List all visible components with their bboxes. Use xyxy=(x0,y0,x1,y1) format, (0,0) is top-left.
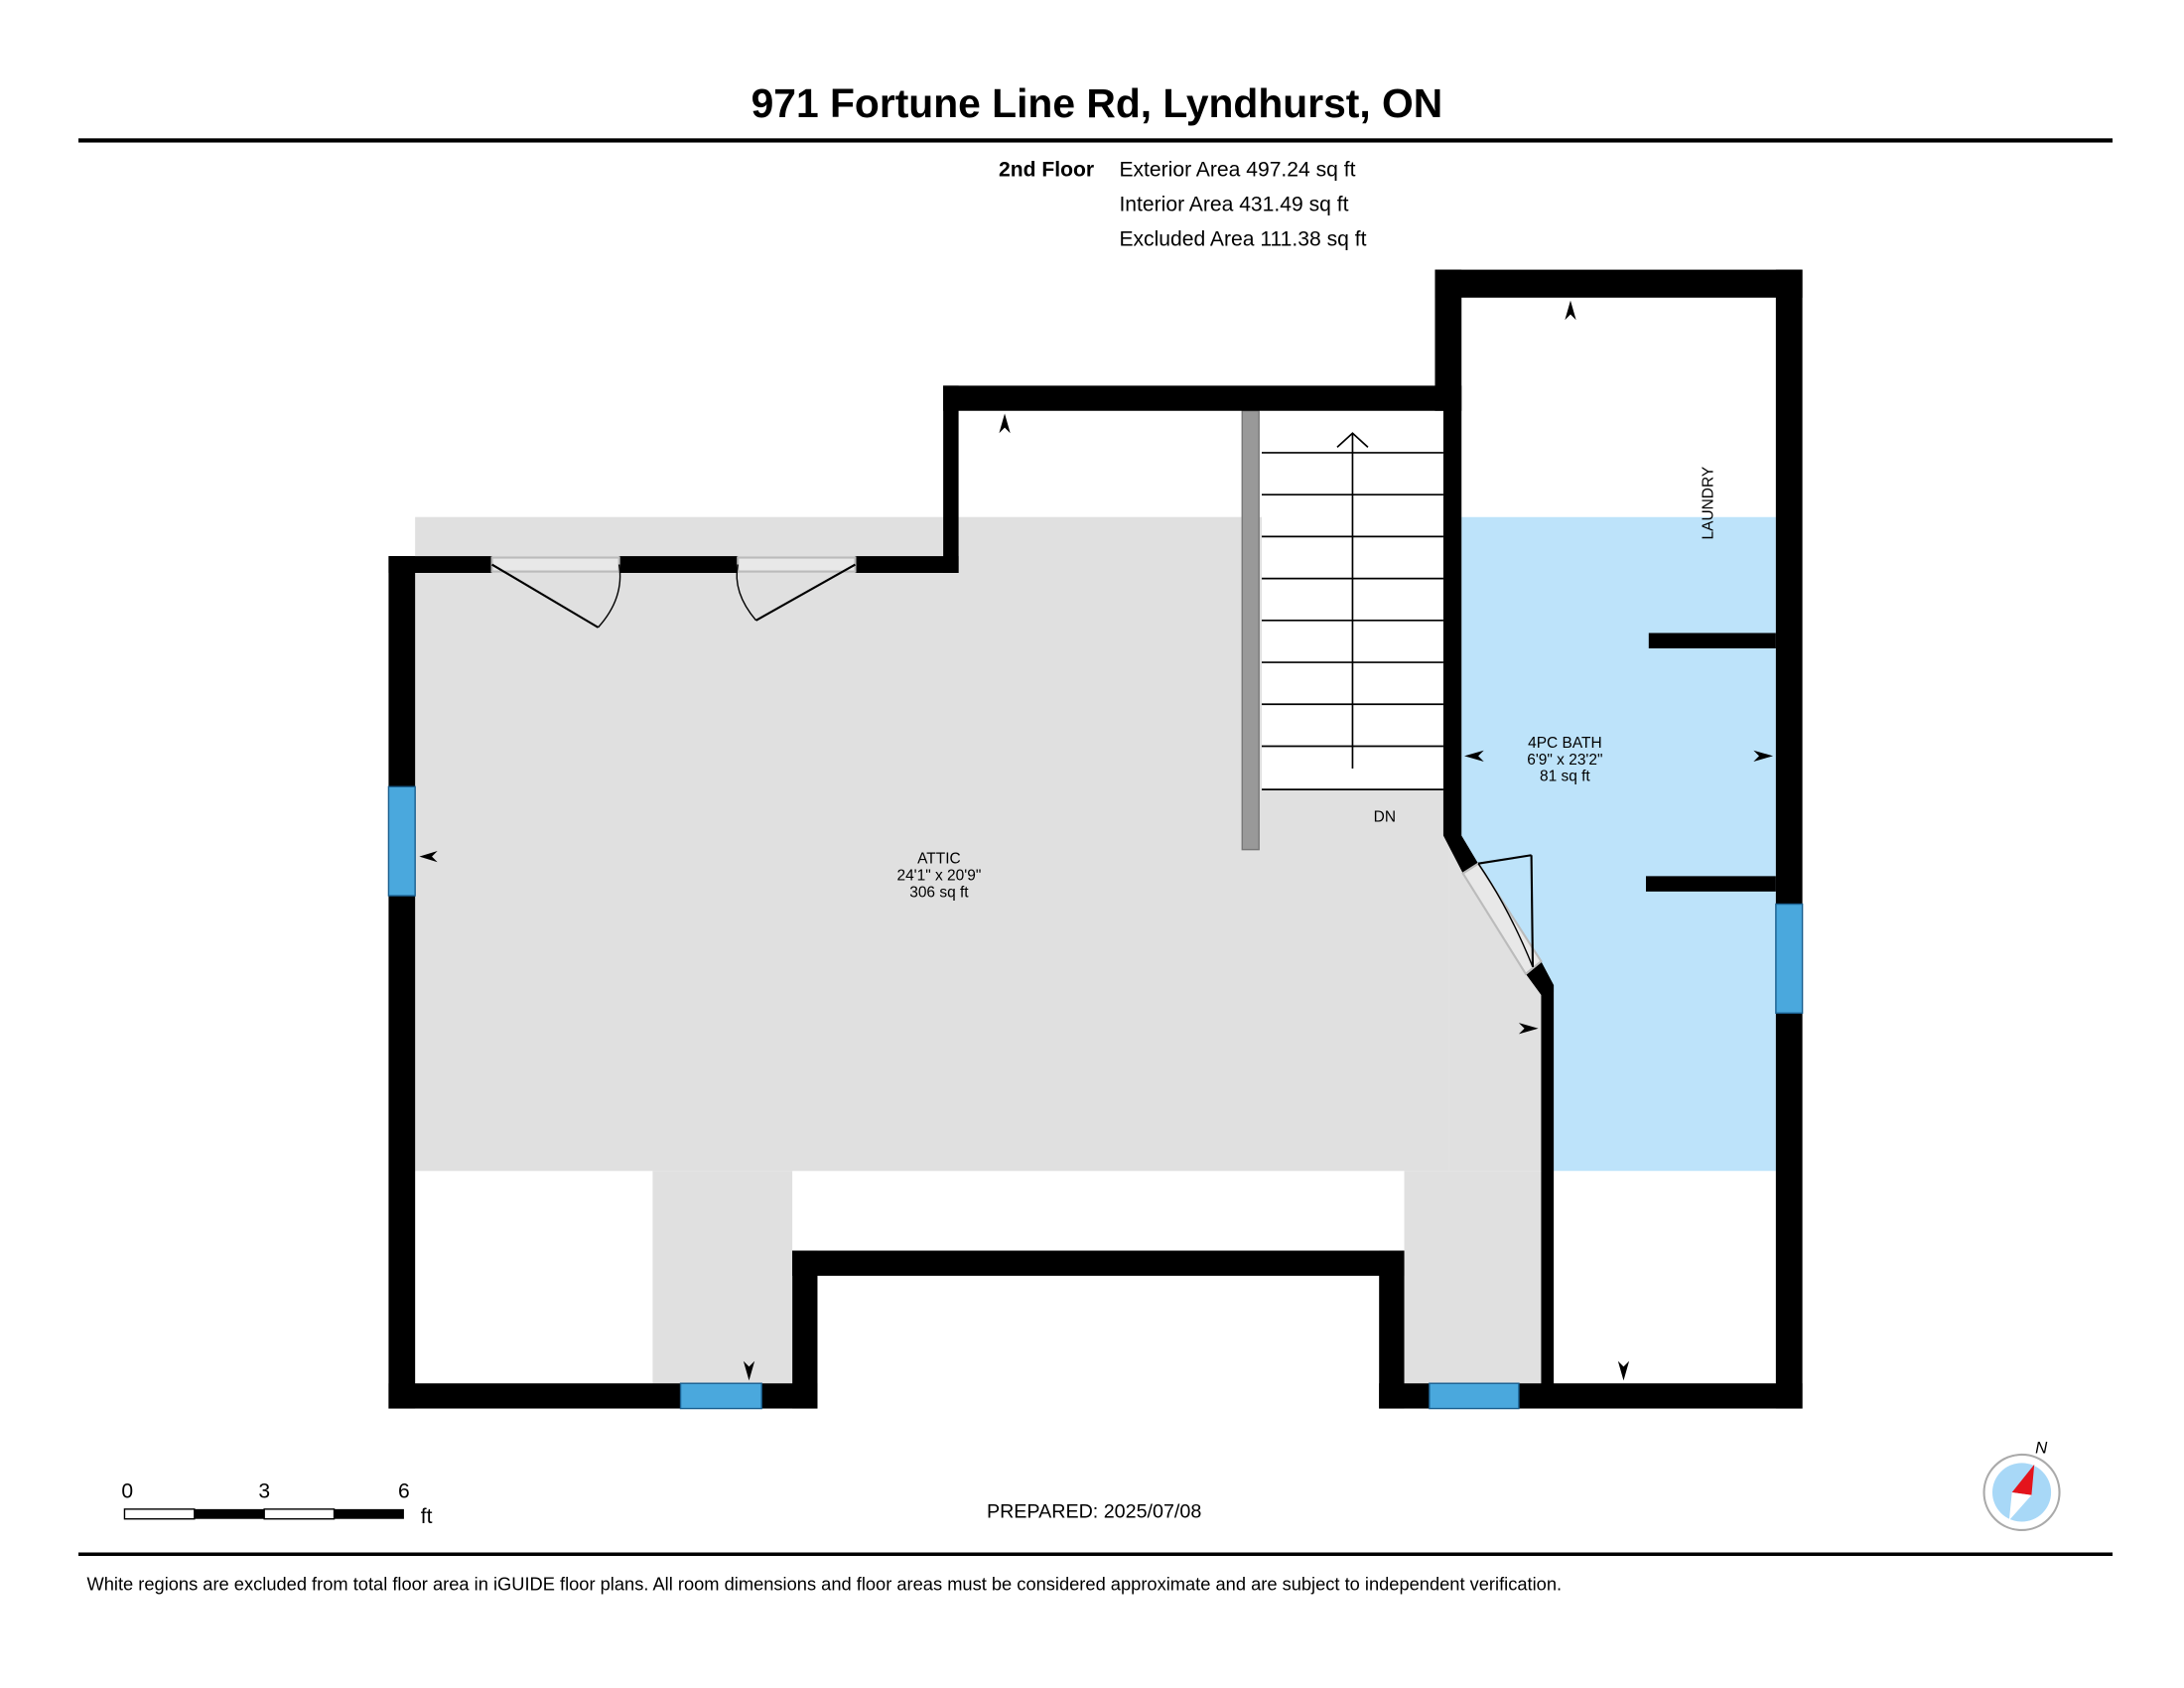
room-attic: ATTIC 24'1" x 20'9" 306 sq ft xyxy=(896,851,981,902)
doors[interactable] xyxy=(490,556,1543,976)
svg-text:0: 0 xyxy=(121,1480,133,1503)
exterior-area: Exterior Area 497.24 sq ft xyxy=(1119,158,1355,181)
interior-area: Interior Area 431.49 sq ft xyxy=(1119,194,1348,216)
footer-rule xyxy=(78,1552,2114,1557)
room-area: 81 sq ft xyxy=(1540,769,1590,785)
room-name: 4PC BATH xyxy=(1528,735,1602,752)
compass-icon: N xyxy=(1982,1439,2061,1532)
room-name: ATTIC xyxy=(917,851,961,868)
window-south-1 xyxy=(679,1382,762,1410)
windows xyxy=(387,785,1804,1410)
stairs[interactable] xyxy=(1261,432,1443,790)
window-south-2 xyxy=(1429,1382,1520,1410)
room-laundry: LAUNDRY xyxy=(1701,467,1717,540)
room-dims: 24'1" x 20'9" xyxy=(896,868,981,885)
svg-text:N: N xyxy=(2035,1439,2048,1458)
room-area: 306 sq ft xyxy=(909,884,969,901)
room-dims: 6'9" x 23'2" xyxy=(1527,752,1602,769)
floor-name: 2nd Floor xyxy=(999,158,1094,181)
window-west xyxy=(387,785,416,897)
svg-text:3: 3 xyxy=(258,1480,270,1503)
header-rule xyxy=(78,138,2114,143)
bath-fill xyxy=(1461,516,1776,1172)
measurement-arrows xyxy=(419,300,1774,1381)
walls xyxy=(388,269,1803,1409)
svg-text:ft: ft xyxy=(421,1505,433,1528)
prepared-date: PREPARED: 2025/07/08 xyxy=(987,1500,1201,1522)
disclaimer: White regions are excluded from total fl… xyxy=(86,1573,1562,1594)
scale-bar: 0 3 6 ft xyxy=(121,1480,432,1528)
stair-railing xyxy=(1241,410,1260,851)
stairs-label: DN xyxy=(1374,808,1396,825)
room-bath: 4PC BATH 6'9" x 23'2" 81 sq ft xyxy=(1527,735,1602,785)
page-title: 971 Fortune Line Rd, Lyndhurst, ON xyxy=(751,80,1443,126)
excluded-area: Excluded Area 111.38 sq ft xyxy=(1119,228,1366,251)
svg-text:6: 6 xyxy=(398,1480,410,1503)
window-east xyxy=(1775,903,1804,1014)
